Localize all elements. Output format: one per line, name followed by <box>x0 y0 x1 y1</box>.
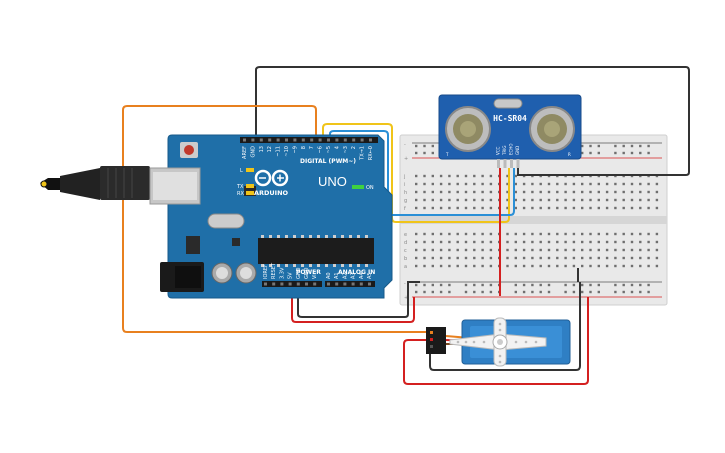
transmitter-icon <box>445 106 491 152</box>
bb-row-j: j <box>403 174 405 180</box>
bb-row-g: g <box>404 198 407 204</box>
power-pin-label: GND <box>296 267 302 279</box>
digital-pin-label: ~11 <box>276 146 282 157</box>
usb-cable[interactable] <box>40 166 150 200</box>
sensor-pin-label: GND <box>515 146 520 155</box>
wire-red-servo-power[interactable] <box>403 297 589 385</box>
bb-row-h: h <box>404 190 407 196</box>
digital-pin-label: ~6 <box>318 146 324 153</box>
sensor-pin-label: VCC <box>496 146 501 155</box>
bb-row-i: i <box>404 182 405 188</box>
sensor-t-label: T <box>445 152 449 157</box>
digital-pin-label: ~5 <box>326 146 332 153</box>
servo-horn-icon[interactable] <box>449 317 547 367</box>
reset-button[interactable] <box>180 142 198 158</box>
digital-pin-label: RX←0 <box>368 146 374 160</box>
bb-plus-top: + <box>404 156 408 162</box>
power-header[interactable] <box>262 281 322 287</box>
digital-pin-label: 8 <box>301 146 307 149</box>
sensor-r-label: R <box>568 152 571 157</box>
rx-label: RX <box>237 191 244 197</box>
digital-pin-label: AREF <box>242 146 248 159</box>
sensor-pin[interactable] <box>497 159 500 168</box>
arduino-logo-icon <box>254 169 289 187</box>
digital-header[interactable] <box>240 137 378 143</box>
bb-row-b: b <box>404 256 407 262</box>
analog-pin-label: A0 <box>326 272 332 279</box>
wire-black-top-loop[interactable] <box>255 66 690 176</box>
tx-label: TX <box>236 184 244 190</box>
digital-pin-label: 12 <box>267 146 273 152</box>
on-label: ON <box>366 185 374 191</box>
wire-yellow-trig[interactable] <box>322 123 510 223</box>
brand-label: ARDUINO <box>254 189 289 197</box>
analog-pin-label: A3 <box>351 272 357 279</box>
bb-row-c: c <box>404 248 407 254</box>
power-label: POWER <box>296 269 321 276</box>
servo-motor[interactable] <box>426 317 571 367</box>
power-pin-label: RESET <box>271 262 277 279</box>
power-pin-label: Vin <box>312 271 318 279</box>
analog-label: ANALOG IN <box>338 269 375 276</box>
digital-pin-label: ~10 <box>284 146 290 157</box>
sensor-pin[interactable] <box>510 159 513 168</box>
analog-pin-label: A1 <box>334 272 340 279</box>
power-pin-label: 3.3V <box>279 267 285 279</box>
digital-pin-label: 13 <box>259 146 265 152</box>
sensor-pin[interactable] <box>516 159 520 168</box>
power-pin-label: IOREF <box>263 264 269 279</box>
l-label: L <box>240 168 243 174</box>
wire-blue-echo[interactable] <box>329 130 515 216</box>
analog-pin-label: A2 <box>342 272 348 279</box>
wire-black-servo-gnd[interactable] <box>429 282 581 371</box>
receiver-icon <box>529 106 575 152</box>
bb-row-f: f <box>404 206 406 212</box>
wire-black-gnd[interactable] <box>297 281 420 318</box>
digital-label: DIGITAL (PWM~) <box>300 158 356 165</box>
bb-minus-top: - <box>404 142 406 148</box>
bb-row-e: e <box>404 232 407 238</box>
wire-orange-servo-signal[interactable] <box>122 105 430 333</box>
digital-pin-label: GND <box>250 146 256 158</box>
bb-row-a: a <box>404 264 407 270</box>
analog-pin-label: A5 <box>367 272 373 279</box>
sensor-pin[interactable] <box>503 159 507 168</box>
model-label: UNO <box>318 174 347 189</box>
bb-row-d: d <box>404 240 407 246</box>
crystal <box>207 213 245 229</box>
digital-pin-label: TX→1 <box>360 146 366 161</box>
wire-red-5v[interactable] <box>291 282 415 323</box>
power-pin-label: 5V <box>288 272 294 279</box>
breadboard[interactable]: j i h g f e d c b a + - + - <box>399 134 668 306</box>
analog-header[interactable] <box>325 281 375 287</box>
power-pin-label: GND <box>304 267 310 279</box>
digital-pin-label: ~3 <box>343 146 349 153</box>
digital-pin-label: 4 <box>334 146 340 149</box>
servo-connector[interactable] <box>426 327 446 354</box>
analog-pin-label: A4 <box>359 272 365 279</box>
sensor-pin-label: TRIG <box>502 145 507 156</box>
sensor-name: HC-SR04 <box>493 114 527 123</box>
digital-pin-label: ~9 <box>292 146 298 153</box>
wires <box>122 66 690 385</box>
bb-plus-bottom: + <box>404 295 408 301</box>
digital-pin-label: 7 <box>309 146 315 149</box>
digital-pin-label: 2 <box>351 146 357 149</box>
bb-minus-bottom: - <box>404 281 406 287</box>
atmega-chip <box>258 235 374 267</box>
sensor-pin-label: ECHO <box>509 144 514 155</box>
